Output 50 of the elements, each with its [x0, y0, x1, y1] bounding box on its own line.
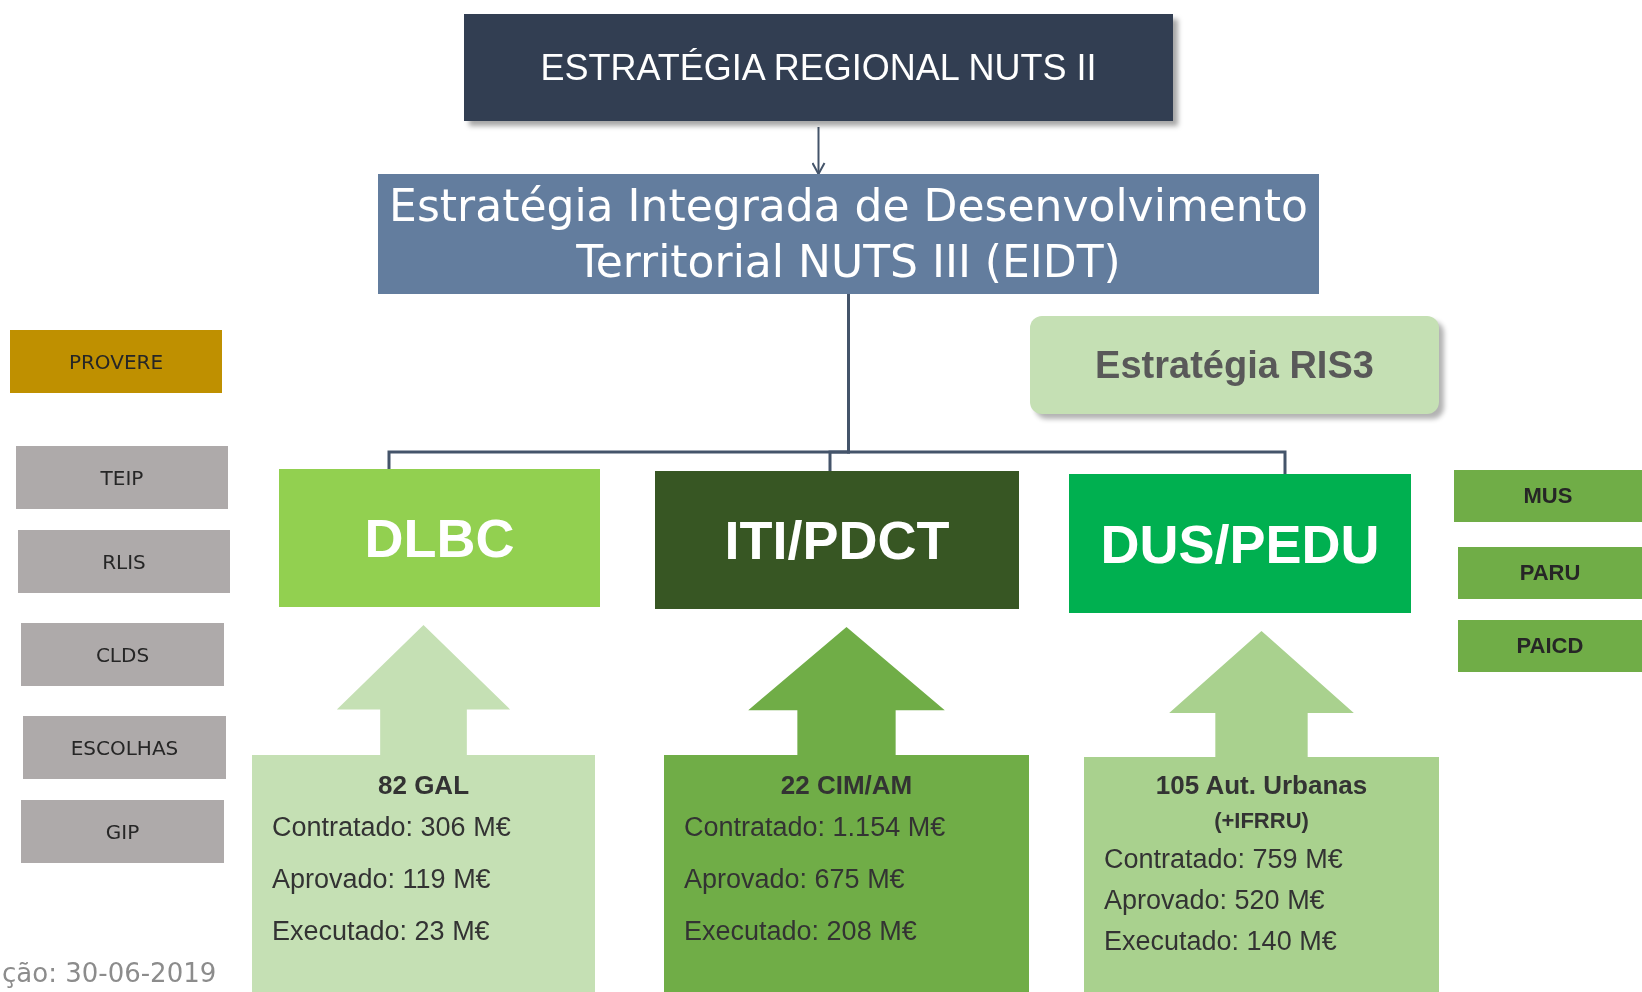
instrument-box — [21, 623, 224, 686]
stats-value: Contratado: 759 M€ — [1103, 843, 1343, 876]
stats-value: Contratado: 1.154 M€ — [683, 811, 946, 844]
arrow — [811, 126, 826, 175]
box-label: PAICD — [1516, 633, 1584, 659]
block-arrow — [748, 627, 945, 755]
box-label: ESCOLHAS — [70, 735, 179, 760]
instrument-box — [10, 330, 222, 393]
program-box — [655, 471, 1019, 609]
box-label: MUS — [1523, 483, 1573, 509]
stats-value: Aprovado: 520 M€ — [1103, 884, 1325, 917]
date-note: ção: 30-06-2019 — [2, 958, 217, 988]
box-label: TEIP — [100, 465, 144, 490]
box-label: DLBC — [364, 507, 515, 569]
stats-value: Executado: 23 M€ — [271, 915, 490, 948]
strategy-box — [464, 14, 1173, 121]
strategy-box — [1030, 316, 1439, 414]
stats-value: Aprovado: 675 M€ — [683, 863, 905, 896]
stats-heading: 105 Aut. Urbanas — [1155, 769, 1368, 802]
box-label: ITI/PDCT — [724, 509, 950, 571]
stats-value: Contratado: 306 M€ — [271, 811, 511, 844]
stats-value: Executado: 208 M€ — [683, 915, 917, 948]
block-arrow — [1169, 631, 1354, 757]
block-arrow — [336, 625, 511, 755]
box-label: CLDS — [95, 642, 150, 667]
box-label: ESTRATÉGIA REGIONAL NUTS II — [540, 46, 1097, 89]
instrument-box — [18, 530, 230, 593]
instrument-box — [21, 800, 224, 863]
box-label: DUS/PEDU — [1100, 512, 1380, 575]
program-box — [279, 469, 600, 607]
instrument-box — [1454, 470, 1642, 522]
instrument-box — [1458, 620, 1642, 672]
box-label: Estratégia Integrada de Desenvolvimento Territorial NUTS III (EIDT) — [388, 179, 1309, 289]
stats-heading: (+IFRRU) — [1214, 807, 1309, 835]
box-label: PARU — [1519, 560, 1581, 586]
stats-value: Aprovado: 119 M€ — [271, 863, 491, 896]
box-label: PROVERE — [68, 349, 164, 374]
instrument-box — [16, 446, 228, 509]
box-label: RLIS — [102, 549, 146, 574]
instrument-box — [23, 716, 226, 779]
program-box — [1069, 474, 1411, 613]
stats-box — [252, 755, 595, 992]
instrument-box — [1458, 547, 1642, 599]
stats-value: Executado: 140 M€ — [1103, 925, 1337, 958]
box-label: GIP — [105, 819, 140, 844]
box-label: Estratégia RIS3 — [1095, 343, 1374, 387]
stats-heading: 22 CIM/AM — [780, 769, 913, 801]
stats-box — [664, 755, 1029, 992]
stats-box — [1084, 757, 1439, 992]
stats-heading: 82 GAL — [378, 769, 469, 801]
